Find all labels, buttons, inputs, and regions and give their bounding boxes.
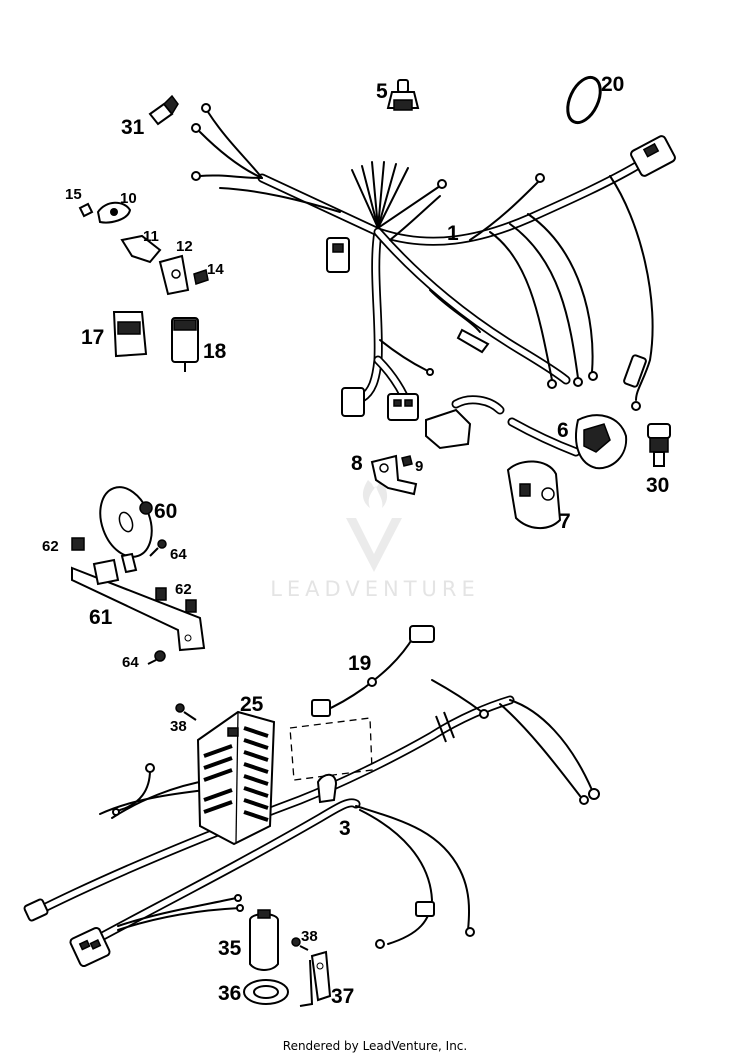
callout-64-lower: 64 [122,654,139,671]
callout-19: 19 [348,652,371,675]
callout-5: 5 [376,80,388,103]
part-31-bulb [148,94,179,126]
part-17-relay [112,311,148,358]
callout-31: 31 [121,116,145,139]
part-25-cdi-unit [196,710,276,846]
callout-20: 20 [601,73,624,96]
callout-labels: 1 3 5 6 7 8 9 10 11 12 14 15 17 18 19 20… [42,73,669,1008]
callout-38-lower: 38 [301,928,318,945]
part-5-switch [386,79,420,111]
part-38-screws [175,703,309,951]
part-60-horn [99,486,153,574]
parts-64-screws [147,539,167,665]
callout-38-upper: 38 [170,718,187,735]
callout-30: 30 [646,474,669,497]
callout-25: 25 [240,693,264,716]
parts-62-nuts [71,537,197,613]
callout-60: 60 [154,500,177,523]
part-18-flasher [171,317,199,372]
callout-62-right: 62 [175,581,192,598]
connector-top [326,237,350,273]
parts-8-9-bracket [370,454,418,496]
callout-64-upper: 64 [170,546,187,563]
leadventure-watermark: LEADVENTURE [270,480,480,601]
parts-10-15-clamp [78,201,209,296]
callout-12: 12 [176,238,193,255]
callout-18: 18 [203,340,227,363]
connector-lower-left [341,387,365,417]
callout-37: 37 [331,985,354,1008]
connector-lower-mid [387,393,419,421]
callout-1: 1 [447,222,459,245]
wire-19 [311,625,435,717]
part-61-horn-bracket [71,558,206,652]
callout-17: 17 [81,326,104,349]
callout-14: 14 [207,261,224,278]
lower-harness-3 [23,679,600,968]
callout-35: 35 [218,937,242,960]
callout-11: 11 [143,228,159,245]
callout-36: 36 [218,982,241,1005]
footer-credit: Rendered by LeadVenture, Inc. [282,1039,468,1053]
watermark-text: LEADVENTURE [270,577,480,601]
part-7-cover [506,460,562,529]
callout-6: 6 [557,419,569,442]
callout-7: 7 [559,510,571,533]
part-35-capacitor [249,909,279,971]
callout-62-left: 62 [42,538,59,555]
part-30-pressure-switch [647,423,671,467]
part-37-bracket [299,950,332,1007]
callout-61: 61 [89,606,113,629]
part-20-cable-tie [566,75,602,125]
part-6-switch-housing [575,414,628,470]
callout-8: 8 [351,452,363,475]
callout-9: 9 [415,458,423,475]
connector-upper-right [630,135,676,177]
harness-module [425,408,472,450]
main-wiring-harness [191,103,676,457]
callout-3: 3 [339,817,351,840]
part-36-ring [243,979,289,1005]
callout-10: 10 [120,190,137,207]
callout-15: 15 [65,186,82,203]
